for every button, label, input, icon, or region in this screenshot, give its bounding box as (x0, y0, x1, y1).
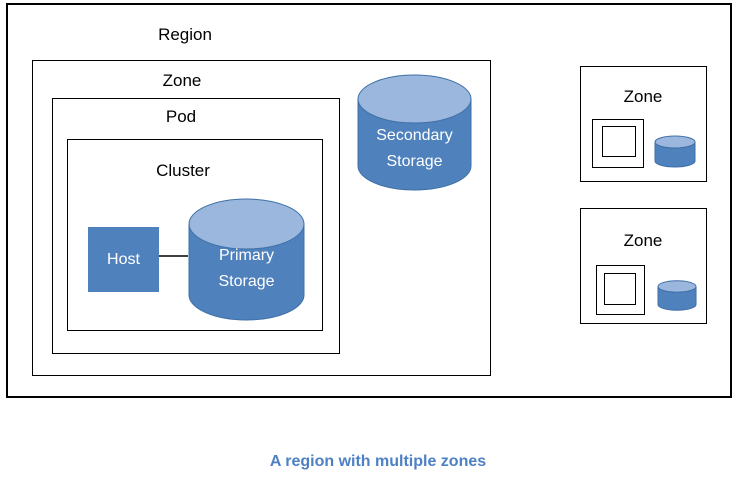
zone-label-right-1: Zone (623, 87, 663, 106)
cylinder-graphic (357, 74, 472, 191)
mini-pod-square (592, 119, 644, 168)
pod-label: Pod (165, 107, 197, 126)
secondary-storage-cylinder: Secondary Storage (357, 74, 472, 192)
cylinder-graphic (657, 280, 697, 311)
pod-box: Pod Cluster Host (52, 98, 340, 354)
host-box: Host (88, 227, 159, 292)
figure-caption: A region with multiple zones (269, 453, 487, 470)
cylinder-graphic (654, 135, 696, 168)
zone-box-main: Zone Pod Cluster Host (32, 60, 491, 376)
zone-label-main: Zone (162, 71, 202, 90)
region-box: Region Zone Pod Cluster Host (6, 3, 732, 398)
secondary-storage-label: Secondary Storage (376, 127, 453, 170)
mini-pod-square (596, 265, 645, 315)
primary-storage-label: Primary Storage (218, 247, 275, 290)
mini-storage-cylinder (657, 279, 697, 312)
mini-cluster-square (604, 273, 636, 305)
cylinder-graphic (188, 198, 305, 321)
mini-storage-cylinder (654, 135, 696, 168)
zone-label-right-2: Zone (623, 231, 663, 250)
mini-cluster-square (602, 126, 636, 157)
zone-box-right-1: Zone (580, 66, 707, 182)
host-label: Host (107, 250, 140, 268)
cluster-label: Cluster (156, 161, 210, 180)
host-storage-connector-line (159, 255, 188, 257)
cluster-box: Cluster Host Primary (67, 139, 323, 331)
region-label: Region (158, 25, 212, 44)
zone-box-right-2: Zone (580, 208, 707, 324)
primary-storage-cylinder: Primary Storage (188, 198, 305, 321)
